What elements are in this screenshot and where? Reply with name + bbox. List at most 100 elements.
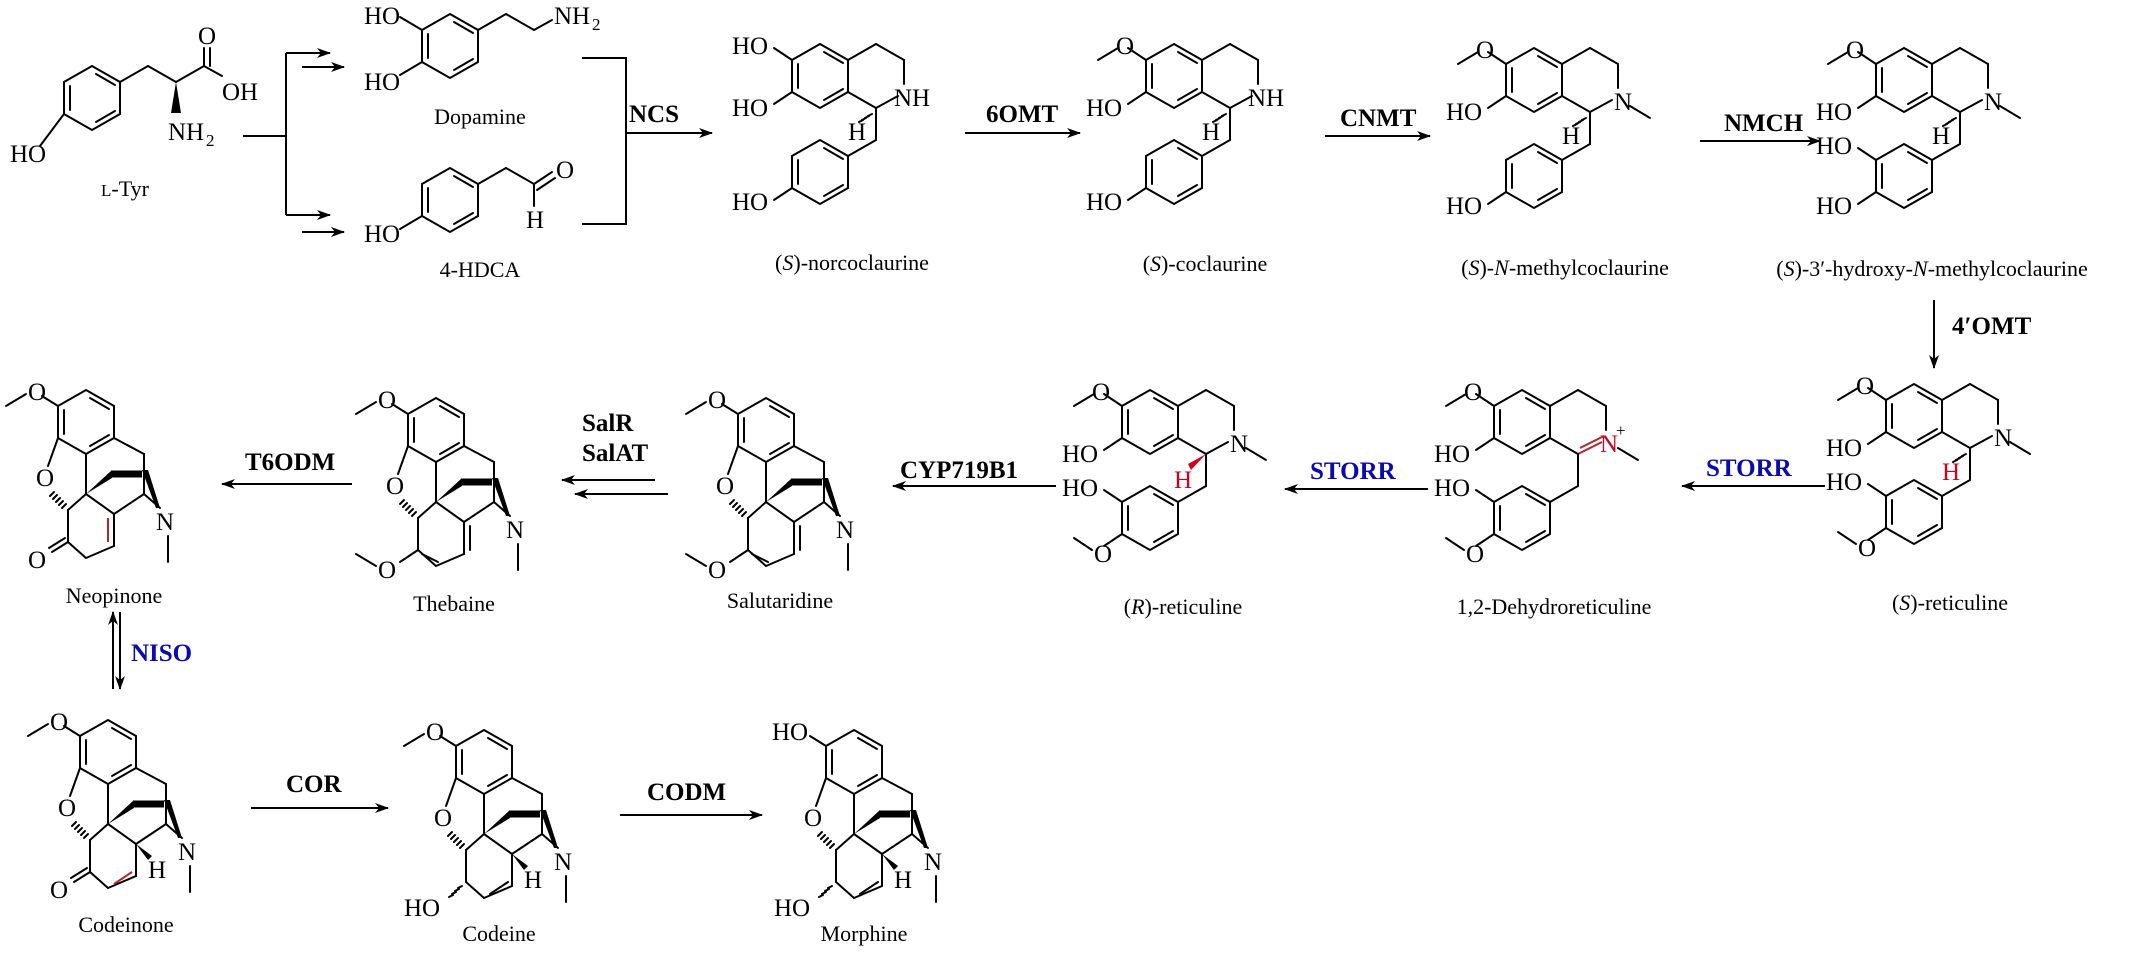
compound-dopamine: HO HO NH 2 Dopamine [364,3,601,129]
compound-name-norcoclaurine: (S)-norcoclaurine [775,250,929,275]
atom-label: HO [1062,475,1098,502]
compound-name-thebaine: Thebaine [413,591,495,616]
atom-label: NH [554,3,590,30]
compound-name-r-reticuline: (R)-reticuline [1124,594,1243,619]
atom-label: H [148,857,166,884]
step-cnmt: CNMT [1325,105,1431,141]
atom-label: O [378,387,396,414]
enzyme-label: 4′OMT [1952,313,2032,340]
compound-thebaine: O O N O [355,387,524,584]
compound-name-codeinone: Codeinone [78,912,173,937]
atom-label: H [894,867,912,894]
atom-label: NH [168,119,204,146]
atom-label: HO [732,33,768,60]
atom-label: O [1466,541,1484,568]
step-storr-2: STORR [1284,458,1428,494]
atom-label: O [1846,37,1864,64]
step-codm: CODM [620,779,763,820]
atom-label: O [708,557,726,584]
atom-label: O [1464,379,1482,406]
atom-label: O [58,795,76,822]
atom-label: HO [10,141,46,168]
atom-label: H [526,207,544,234]
atom-label: HO [1816,99,1852,126]
compound-name-hydroxy-n-methylcoclaurine: (S)-3′-hydroxy-N-methylcoclaurine [1776,256,2088,281]
atom-label: N [1600,431,1618,458]
atom-label: O [426,719,444,746]
atom-label: O [556,157,574,184]
atom-label: NH [894,85,930,112]
enzyme-label: NMCH [1724,110,1804,137]
atom-label: HO [732,95,768,122]
atom-label: O [1856,373,1874,400]
enzyme-label: SalR [582,410,634,437]
atom-label: N [1994,425,2012,452]
atom-label: O [50,877,68,904]
atom-label: O [708,387,726,414]
atom-label: H [1942,459,1960,486]
enzyme-label: SalAT [582,440,649,467]
enzyme-label: NCS [629,101,679,128]
atom-label: HO [364,221,400,248]
atom-label: O [804,805,822,832]
compound-name-codeine: Codeine [462,921,535,946]
atom-label: N [178,839,196,866]
compound-name-salutaridine: Salutaridine [727,588,833,613]
atom-label: H [1202,119,1220,146]
step-salr-salat: SalR SalAT [561,410,668,499]
atom-label: HO [1446,99,1482,126]
compound-name-morphine: Morphine [821,921,908,946]
step-t6odm: T6ODM [221,449,352,489]
atom-label: HO [1816,133,1852,160]
atom-label: N [506,517,524,544]
atom-label: HO [732,189,768,216]
atom-label: O [28,379,46,406]
atom-label: N [1230,431,1248,458]
compound-name-dehydroreticuline: 1,2-Dehydroreticuline [1457,594,1652,619]
atom-label: O [1116,33,1134,60]
compound-name: 4-HDCA [440,257,521,282]
atom-label: HO [1086,95,1122,122]
atom-label: OH [222,79,258,106]
atom-label: O [198,23,216,50]
compound-name: L-Tyr [101,176,150,201]
atom-label: O [378,557,396,584]
atom-subscript: 2 [592,15,601,34]
atom-label: O [28,547,46,574]
atom-label: HO [1434,475,1470,502]
atom-label: O [1092,379,1110,406]
step-cyp719b1: CYP719B1 [892,457,1056,491]
step-storr-1: STORR [1681,455,1825,491]
enzyme-label-highlight: STORR [1706,455,1793,482]
atom-label: H [1562,123,1580,150]
compound-name-neopinone: Neopinone [66,583,163,608]
atom-label: N [1984,89,2002,116]
atom-label: O [386,473,404,500]
atom-label: H [1174,467,1192,494]
step-niso: NISO [108,611,192,690]
atom-label: N [836,517,854,544]
compound-name-n-methylcoclaurine: (S)-N-methylcoclaurine [1461,255,1669,280]
atom-label: N [924,849,942,876]
atom-label: HO [364,69,400,96]
atom-label: O [1094,541,1112,568]
atom-label: NH [1248,85,1284,112]
enzyme-label: CYP719B1 [900,457,1018,484]
atom-label: N [1614,89,1632,116]
enzyme-label-highlight: NISO [131,640,192,667]
step-4omt: 4′OMT [1929,300,2032,369]
atom-label: HO [1446,193,1482,220]
atom-label: HO [364,3,400,30]
branch-arrows [243,48,345,237]
